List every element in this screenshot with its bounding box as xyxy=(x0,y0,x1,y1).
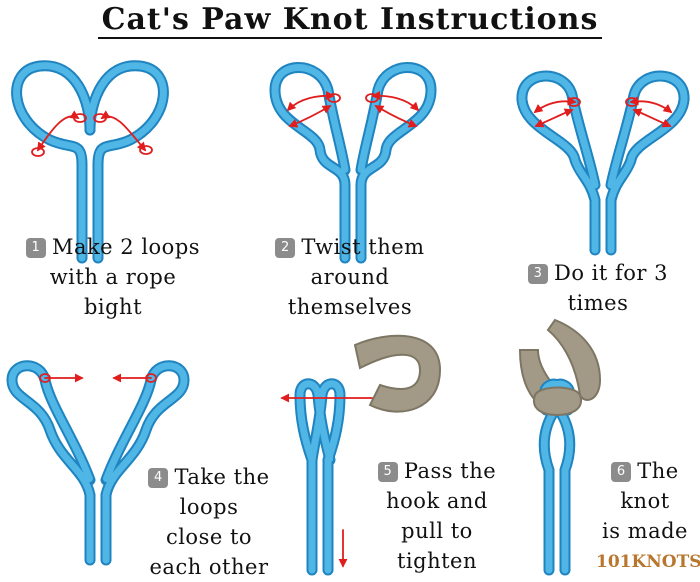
step-1-illustration xyxy=(11,60,169,264)
step-2-illustration xyxy=(269,62,437,264)
page-title: Cat's Paw Knot Instructions xyxy=(0,2,700,39)
brand-logo: 101KNOTS xyxy=(596,552,700,572)
hook-icon xyxy=(353,334,442,413)
step-6-illustration xyxy=(518,318,602,576)
step-3-illustration xyxy=(516,70,690,256)
step-4-illustration xyxy=(6,360,190,566)
step-5-illustration xyxy=(280,334,442,576)
hook-icon xyxy=(546,318,602,401)
